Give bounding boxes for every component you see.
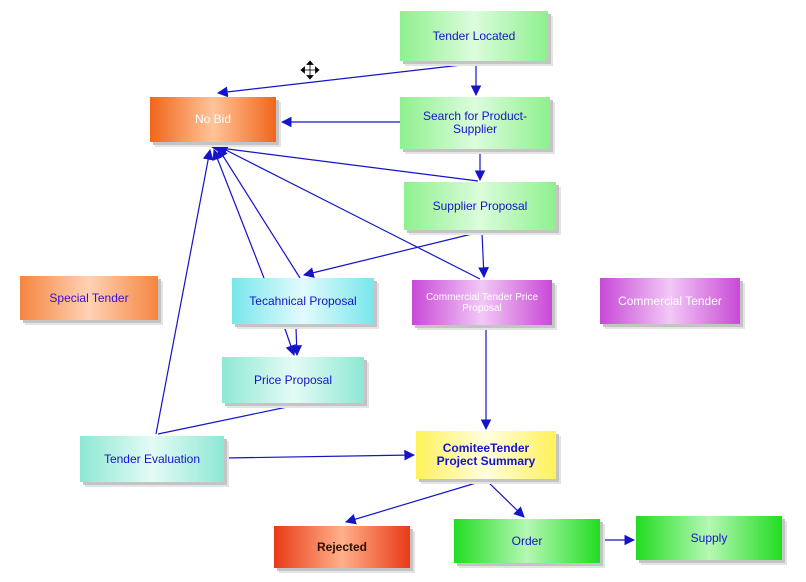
edge-tender-evaluation-to-no-bid — [155, 148, 214, 435]
node-comitee-label-line1: ComiteeTender — [442, 441, 530, 455]
node-supplier-proposal-label: Supplier Proposal — [432, 198, 528, 213]
edge-comitee-to-rejected — [344, 479, 487, 525]
node-tender-evaluation[interactable]: Tender Evaluation — [80, 436, 224, 482]
node-price-proposal[interactable]: Price Proposal — [222, 357, 364, 403]
node-commercial-price-label-line1: Commercial Tender Price — [425, 291, 539, 303]
node-commercial-price-label-line2: Proposal — [462, 302, 502, 314]
node-rejected[interactable]: Rejected — [274, 526, 410, 568]
node-tender-located[interactable]: Tender Located — [400, 11, 548, 61]
edge-technical-to-price-proposal — [283, 325, 296, 357]
node-supply-label: Supply — [690, 530, 728, 545]
edge-technical-to-price-proposal-2 — [291, 327, 303, 357]
node-special-tender[interactable]: Special Tender — [20, 276, 158, 320]
edge-tender-located-to-no-bid — [216, 63, 471, 98]
edge-technical-to-no-bid-a — [217, 147, 301, 279]
move-cursor-icon — [300, 60, 320, 80]
edge-supplier-proposal-to-technical — [302, 232, 477, 278]
node-price-proposal-label: Price Proposal — [253, 372, 333, 387]
node-supply[interactable]: Supply — [636, 516, 782, 560]
node-order-label: Order — [511, 533, 543, 548]
node-special-tender-label: Special Tender — [49, 290, 129, 305]
edge-price-proposal-to-tender-evaluation — [157, 405, 293, 435]
node-tender-located-label: Tender Located — [432, 28, 516, 43]
node-order[interactable]: Order — [454, 519, 600, 563]
node-technical-proposal-label: Tecahnical Proposal — [249, 293, 357, 308]
node-technical-proposal[interactable]: Tecahnical Proposal — [232, 278, 374, 324]
node-search-label-line2: Supplier — [452, 122, 498, 136]
edge-comitee-to-order — [485, 479, 525, 518]
node-no-bid[interactable]: No Bid — [150, 97, 276, 142]
node-search-for-product-supplier[interactable]: Search for Product- Supplier — [400, 97, 550, 149]
edge-tender-evaluation-to-comitee — [225, 449, 416, 461]
node-comitee-label-line2: Project Summary — [436, 454, 536, 468]
node-rejected-label: Rejected — [316, 539, 368, 554]
node-comitee-tender-project-summary[interactable]: ComiteeTender Project Summary — [416, 431, 556, 479]
node-commercial-tender[interactable]: Commercial Tender — [600, 278, 740, 324]
edge-technical-to-no-bid-b — [212, 148, 265, 279]
edge-supplier-proposal-to-no-bid — [210, 142, 479, 182]
node-tender-evaluation-label: Tender Evaluation — [103, 451, 201, 466]
edge-supplier-proposal-to-commercial-price — [478, 232, 489, 279]
node-commercial-tender-label: Commercial Tender — [618, 293, 722, 308]
node-commercial-tender-price-proposal[interactable]: Commercial Tender Price Proposal — [412, 280, 552, 325]
edge-commercial-price-to-no-bid — [217, 145, 481, 280]
node-supplier-proposal[interactable]: Supplier Proposal — [404, 182, 556, 230]
node-no-bid-label: No Bid — [194, 112, 232, 126]
node-search-label-line1: Search for Product- — [422, 109, 528, 123]
